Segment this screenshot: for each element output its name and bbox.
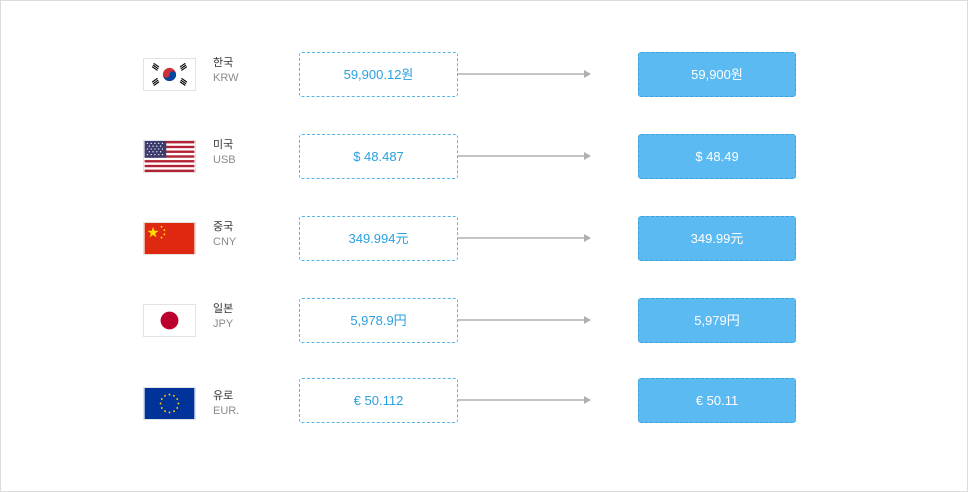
raw-amount-box: 349.994元 [299,216,458,261]
currency-name: 한국 [213,57,234,69]
currency-code: KRW [213,72,239,84]
currency-name: 중국 [213,221,234,233]
usa-flag-icon [143,140,196,173]
south-korea-flag-icon [143,58,196,91]
raw-amount-box: 5,978.9円 [299,298,458,343]
rounded-amount-box: 5,979円 [638,298,796,343]
currency-code: JPY [213,318,234,330]
arrow-right-icon [458,147,593,165]
currency-name: 유로 [213,390,234,402]
rounded-amount-box: 59,900원 [638,52,796,97]
arrow-right-icon [458,391,593,409]
arrow-right-icon [458,229,593,247]
arrow-right-icon [458,65,593,83]
eu-flag-icon [143,387,196,420]
rounded-amount-box: € 50.11 [638,378,796,423]
currency-code: EUR. [213,405,240,417]
currency-row-jpy: 일본 JPY 5,978.9円 5,979円 [1,298,968,344]
currency-code: USB [213,154,236,166]
rounded-amount-box: $ 48.49 [638,134,796,179]
currency-name: 일본 [213,303,234,315]
raw-amount-box: 59,900.12원 [299,52,458,97]
currency-name: 미국 [213,139,234,151]
rounded-amount-box: 349.99元 [638,216,796,261]
china-flag-icon [143,222,196,255]
currency-row-eur: 유로 EUR. € 50.112 € 50.11 [1,378,968,424]
currency-row-cny: 중국 CNY 349.994元 349.99元 [1,216,968,262]
raw-amount-box: $ 48.487 [299,134,458,179]
japan-flag-icon [143,304,196,337]
arrow-right-icon [458,311,593,329]
raw-amount-box: € 50.112 [299,378,458,423]
currency-code: CNY [213,236,237,248]
currency-row-krw: 한국 KRW 59,900.12원 59,900원 [1,52,968,98]
currency-row-usd: 미국 USB $ 48.487 $ 48.49 [1,134,968,180]
